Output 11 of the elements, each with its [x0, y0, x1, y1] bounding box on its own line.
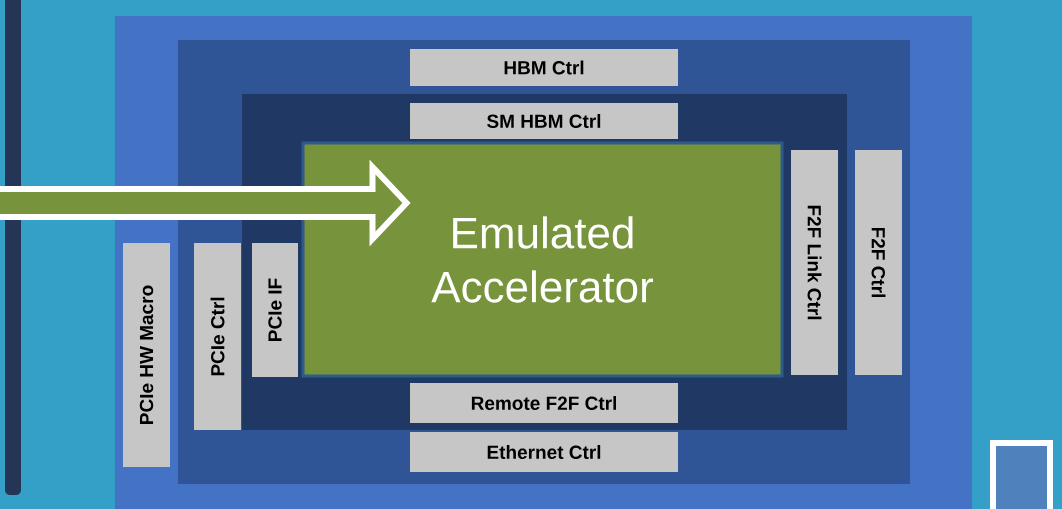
controller-box: PCIe Ctrl: [194, 243, 241, 430]
controller-box: HBM Ctrl: [410, 49, 678, 86]
controller-box: SM HBM Ctrl: [410, 103, 678, 139]
controller-box: F2F Link Ctrl: [791, 150, 838, 375]
controller-box: Ethernet Ctrl: [410, 432, 678, 472]
controller-box: Remote F2F Ctrl: [410, 383, 678, 423]
controller-box: F2F Ctrl: [855, 150, 902, 375]
accelerator-box: Emulated Accelerator: [301, 141, 784, 378]
controller-box: PCIe HW Macro: [123, 243, 170, 467]
controller-box: PCIe IF: [252, 243, 298, 377]
block-arrow: [0, 159, 411, 247]
